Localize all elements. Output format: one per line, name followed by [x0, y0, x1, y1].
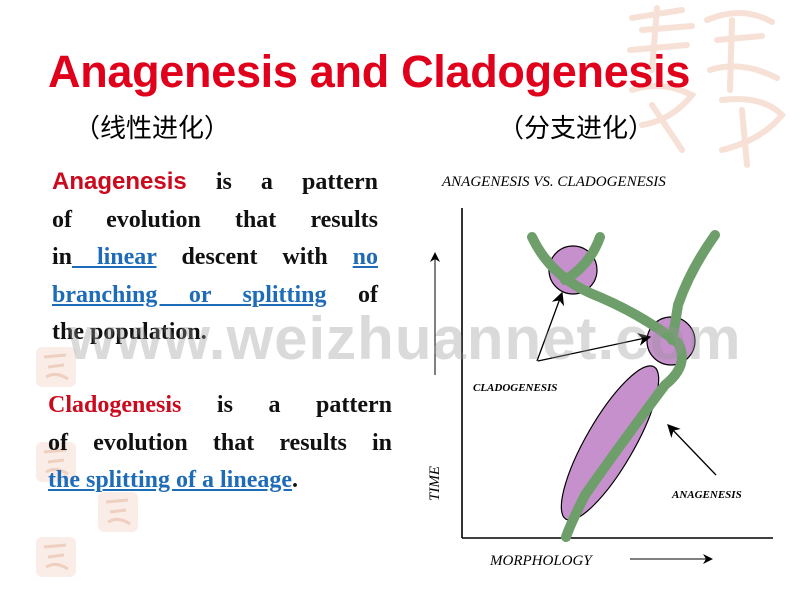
para-text: descent with — [156, 244, 353, 270]
para-text: is a pattern — [181, 392, 392, 418]
cladogenesis-pointer-1 — [536, 291, 565, 362]
diagram-title: ANAGENESIS VS. CLADOGENESIS — [441, 174, 666, 190]
seal-small-icon — [36, 347, 76, 387]
anagenesis-blob — [560, 365, 660, 521]
link-linear[interactable]: linear — [72, 244, 157, 270]
lineage-right-branch — [667, 230, 720, 345]
subtitle-anagenesis: （线性进化） — [74, 114, 231, 144]
term-cladogenesis: Cladogenesis — [48, 392, 182, 418]
link-splitting-of-lineage[interactable]: the splitting of a lineage — [48, 467, 292, 493]
evolution-diagram: ANAGENESIS VS. CLADOGENESIS TIME MORPHOL… — [427, 174, 773, 569]
slide-title: Anagenesis and Cladogenesis — [48, 46, 691, 97]
para-text: . — [292, 467, 298, 493]
para-text: of — [326, 281, 379, 308]
lineage-top-right — [560, 232, 605, 285]
seal-small-icon — [98, 492, 138, 532]
subtitle-cladogenesis: （分支进化） — [498, 114, 655, 144]
para-line: in linear descent with no — [52, 239, 378, 277]
para-line: the splitting of a lineage. — [48, 462, 392, 500]
lineage-main — [527, 232, 687, 542]
lineage-paths — [527, 230, 720, 542]
seal-small-icon — [36, 442, 76, 482]
para-line: the population. — [52, 319, 207, 345]
label-cladogenesis: CLADOGENESIS — [473, 382, 557, 394]
label-anagenesis: ANAGENESIS — [671, 489, 742, 501]
link-branching-or-splitting[interactable]: branching or splitting — [52, 281, 327, 308]
para-line: Anagenesis is a pattern — [52, 163, 378, 202]
link-no[interactable]: no — [352, 244, 378, 270]
x-axis-label: MORPHOLOGY — [489, 553, 593, 569]
watermark: www.weizhuannet.com — [68, 305, 742, 372]
para-line: of evolution that results in — [48, 429, 392, 456]
para-text: in — [52, 244, 73, 270]
term-anagenesis: Anagenesis — [52, 168, 187, 195]
para-line: of evolution that results — [52, 206, 378, 233]
cladogenesis-pointer-2 — [537, 333, 652, 362]
cladogenesis-definition: Cladogenesis is a pattern of evolution t… — [48, 387, 392, 500]
y-axis-label: TIME — [427, 466, 443, 501]
seal-small-icon — [36, 537, 76, 577]
seal-decoration-icon — [627, 5, 787, 168]
para-text: is a pattern — [186, 169, 378, 195]
para-line: Cladogenesis is a pattern — [48, 387, 392, 425]
para-line: branching or splitting of — [52, 277, 378, 315]
anagenesis-pointer — [667, 424, 717, 476]
anagenesis-definition: Anagenesis is a pattern of evolution tha… — [52, 163, 378, 352]
